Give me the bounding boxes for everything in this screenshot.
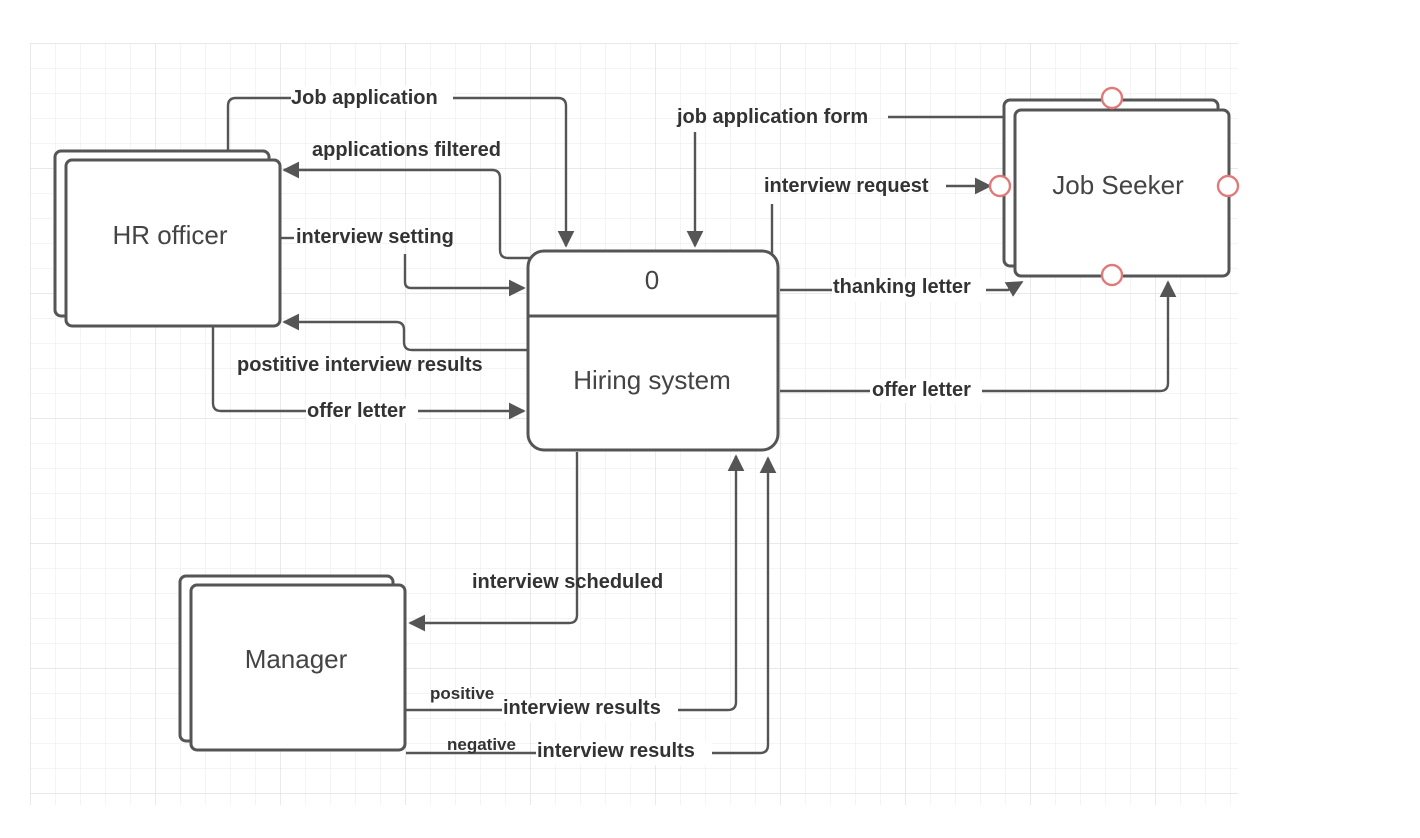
flow-label-offer-letter-hr: offer letter [307, 400, 406, 422]
flow-label-offer-letter-seeker: offer letter [872, 379, 971, 401]
flow-label-positive-tag: positive [430, 684, 494, 703]
flow-label-interview-request: interview request [764, 175, 929, 197]
flow-applications-filtered[interactable] [282, 161, 532, 260]
process-number: 0 [645, 265, 659, 295]
connector-handle-bottom[interactable] [1100, 263, 1124, 287]
connector-handle-top[interactable] [1100, 86, 1124, 110]
flow-positive-results-manager[interactable] [406, 454, 745, 712]
connector-handle-right[interactable] [1216, 174, 1240, 198]
entity-manager[interactable]: Manager [178, 574, 407, 752]
flow-label-job-application-form: job application form [676, 106, 868, 128]
flow-interview-setting[interactable] [403, 254, 526, 297]
flow-label-interview-results-positive: interview results [503, 697, 661, 719]
flow-positive-interview-results[interactable] [282, 313, 528, 352]
flow-label-thanking-letter: thanking letter [833, 276, 971, 298]
flow-interview-scheduled[interactable] [408, 452, 579, 632]
process-hiring-system[interactable]: 0 Hiring system [526, 249, 780, 452]
connector-handle-left[interactable] [988, 174, 1012, 198]
flow-label-positive-interview-results: postitive interview results [237, 354, 483, 376]
entity-manager-label: Manager [245, 644, 348, 674]
flow-label-job-application: Job application [291, 87, 438, 109]
flow-label-applications-filtered: applications filtered [312, 139, 501, 161]
entity-hr-officer[interactable]: HR officer [53, 149, 282, 328]
flow-label-interview-scheduled: interview scheduled [472, 571, 663, 593]
flow-label-interview-setting: interview setting [296, 226, 454, 248]
process-name: Hiring system [573, 365, 730, 395]
flow-offer-letter-hr[interactable] [211, 326, 526, 420]
flow-negative-results-manager[interactable] [406, 456, 777, 755]
flow-label-negative-tag: negative [447, 735, 516, 754]
entity-job-seeker-label: Job Seeker [1052, 170, 1184, 200]
entity-job-seeker[interactable]: Job Seeker [988, 86, 1240, 287]
entity-hr-officer-label: HR officer [112, 220, 227, 250]
flow-offer-letter-seeker[interactable] [780, 280, 1177, 393]
flow-label-interview-results-negative: interview results [537, 740, 695, 762]
